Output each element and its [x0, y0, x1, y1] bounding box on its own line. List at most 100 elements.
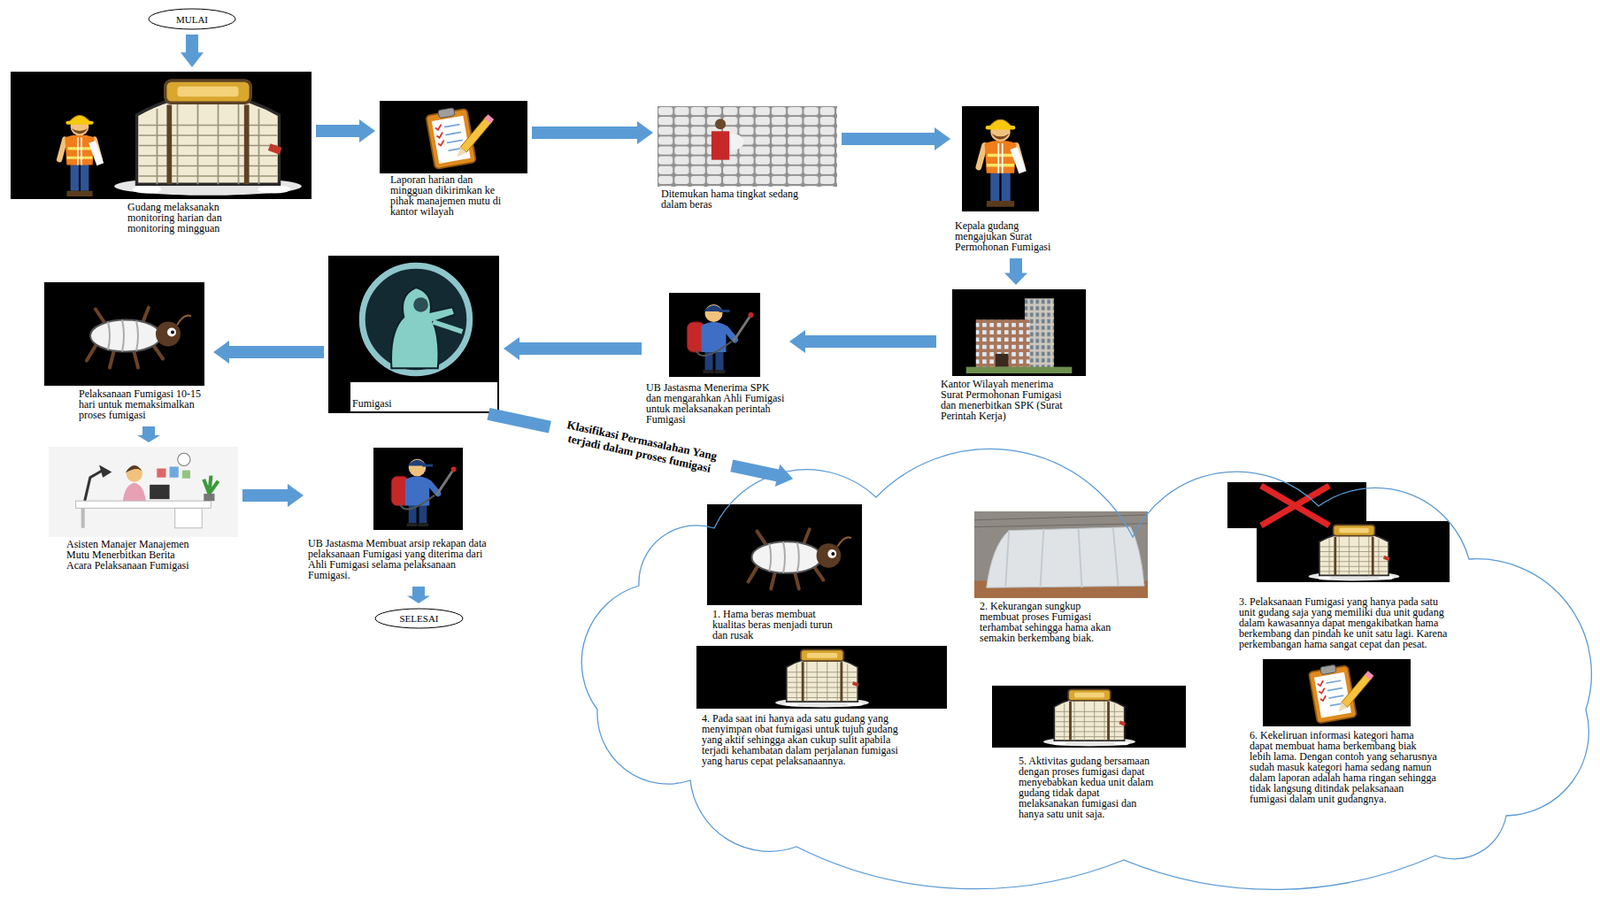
problem5-art — [992, 685, 1186, 748]
flow-arrow — [531, 121, 654, 145]
process-step: Fumigasi — [328, 255, 500, 414]
problem3-art — [1308, 524, 1400, 581]
step5-art — [966, 298, 1073, 374]
flow-arrow — [503, 337, 642, 361]
process-step: Kepala gudang mengajukan Surat Permohona… — [954, 106, 1060, 254]
process-step: 5. Aktivitas gudang bersamaan dengan pro… — [992, 685, 1186, 822]
step10-art — [373, 447, 463, 531]
process-step: Laporan harian dan mingguan dikirimkan k… — [379, 100, 528, 219]
step-caption: Pelaksanaan Fumigasi 10-15 hari untuk me… — [78, 388, 209, 421]
oval-label: MULAI — [176, 14, 208, 25]
step8-art — [44, 282, 205, 386]
step-caption: UB Jastasma Menerima SPK dan mengarahkan… — [646, 382, 785, 425]
problem5-art — [1043, 689, 1136, 747]
problem3-art — [1256, 521, 1450, 583]
step5-art — [952, 289, 1086, 377]
flow-arrow — [137, 426, 161, 443]
process-step: Ditemukan hama tingkat sedang dalam bera… — [657, 106, 838, 212]
process-step: 2. Kekurangan sungkup membuat proses Fum… — [974, 511, 1148, 646]
step7-art — [328, 255, 500, 414]
process-step: Kantor Wilayah menerima Surat Permohonan… — [940, 289, 1086, 424]
process-step: 3. Pelaksanaan Fumigasi yang hanya pada … — [1227, 482, 1456, 652]
step-caption: Kantor Wilayah menerima Surat Permohonan… — [940, 378, 1071, 422]
step9-art — [48, 446, 239, 538]
step5-art — [952, 289, 1086, 377]
terminator-oval: MULAI — [147, 7, 237, 31]
step-caption: 1. Hama beras membuat kualitas beras men… — [712, 608, 842, 641]
cloud-outline — [581, 449, 1592, 891]
process-step: 6. Kekeliruan informasi kategori hama da… — [1249, 659, 1439, 807]
step2-art — [425, 105, 495, 170]
step2-art — [379, 100, 528, 174]
flow-arrow — [1004, 258, 1028, 285]
problem6-art — [1262, 659, 1411, 727]
step9-art — [48, 446, 239, 538]
step9-art — [76, 453, 219, 529]
flow-arrow — [180, 34, 204, 68]
step4-art — [961, 106, 1039, 212]
step7-art — [361, 265, 470, 373]
flow-arrow — [486, 407, 793, 487]
flow-arrow — [213, 340, 324, 364]
step3-art — [657, 106, 838, 187]
problem2-art — [974, 511, 1148, 599]
step3-art — [657, 106, 838, 187]
cloud-outline — [594, 453, 1595, 896]
problem1-art — [707, 504, 862, 606]
process-step: Pelaksanaan Fumigasi 10-15 hari untuk me… — [44, 282, 209, 423]
oval-label: SELESAI — [400, 613, 439, 624]
problem1-art — [748, 529, 853, 589]
step6-art — [669, 292, 761, 377]
flow-arrow — [407, 586, 431, 604]
step8-art — [86, 307, 192, 369]
step1-art — [10, 71, 312, 200]
step-caption: Laporan harian dan mingguan dikirimkan k… — [390, 174, 504, 217]
problem6-art — [1262, 659, 1411, 727]
step2-art — [379, 100, 528, 174]
step-caption: Asisten Manajer Manajemen Mutu Menerbitk… — [66, 538, 196, 571]
problem4-art — [775, 649, 870, 708]
problem-cloud: 1. Hama beras membuat kualitas beras men… — [594, 453, 1595, 896]
step-caption: Fumigasi — [352, 398, 494, 409]
step-caption: UB Jastasma Membuat arsip rekapan data p… — [307, 538, 495, 581]
step-caption: Gudang melaksanakn monitoring harian dan… — [127, 201, 231, 234]
process-step: UB Jastasma Membuat arsip rekapan data p… — [307, 447, 495, 583]
oval-outline — [375, 608, 463, 629]
step-caption: 3. Pelaksanaan Fumigasi yang hanya pada … — [1238, 596, 1456, 650]
flow-arrow — [242, 484, 304, 508]
process-step: Gudang melaksanakn monitoring harian dan… — [10, 71, 312, 236]
step4-art — [961, 106, 1039, 212]
problem6-art — [1307, 662, 1374, 724]
step1-art — [114, 80, 302, 196]
flow-arrow — [841, 127, 951, 151]
flow-arrow — [315, 119, 376, 143]
terminator-oval: SELESAI — [374, 607, 464, 630]
step8-art — [44, 282, 205, 386]
flow-arrow — [789, 330, 937, 354]
step4-art — [978, 119, 1027, 208]
step-caption: Ditemukan hama tingkat sedang dalam bera… — [661, 188, 808, 210]
step7-art — [328, 255, 500, 414]
step10-art — [373, 447, 463, 531]
step6-art — [687, 304, 754, 374]
problem4-art — [696, 646, 947, 709]
step-caption: 5. Aktivitas gudang bersamaan dengan pro… — [1018, 755, 1158, 820]
step-caption: 6. Kekeliruan informasi kategori hama da… — [1249, 730, 1439, 805]
problem5-art — [992, 685, 1186, 748]
step1-art — [59, 115, 104, 197]
process-step: 1. Hama beras membuat kualitas beras men… — [707, 504, 862, 643]
process-step: 4. Pada saat ini hanya ada satu gudang y… — [696, 646, 947, 769]
step-caption: 2. Kekurangan sungkup membuat proses Fum… — [979, 600, 1119, 644]
oval-outline — [148, 8, 236, 30]
step1-art — [10, 71, 312, 200]
process-step: Asisten Manajer Manajemen Mutu Menerbitk… — [48, 446, 239, 573]
process-step: UB Jastasma Menerima SPK dan mengarahkan… — [646, 292, 785, 427]
step-caption: 4. Pada saat ini hanya ada satu gudang y… — [701, 713, 908, 767]
problem4-art — [696, 646, 947, 709]
step7-art — [350, 382, 498, 412]
step6-art — [669, 292, 761, 377]
step-caption: Kepala gudang mengajukan Surat Permohona… — [954, 220, 1060, 253]
step10-art — [391, 459, 456, 527]
